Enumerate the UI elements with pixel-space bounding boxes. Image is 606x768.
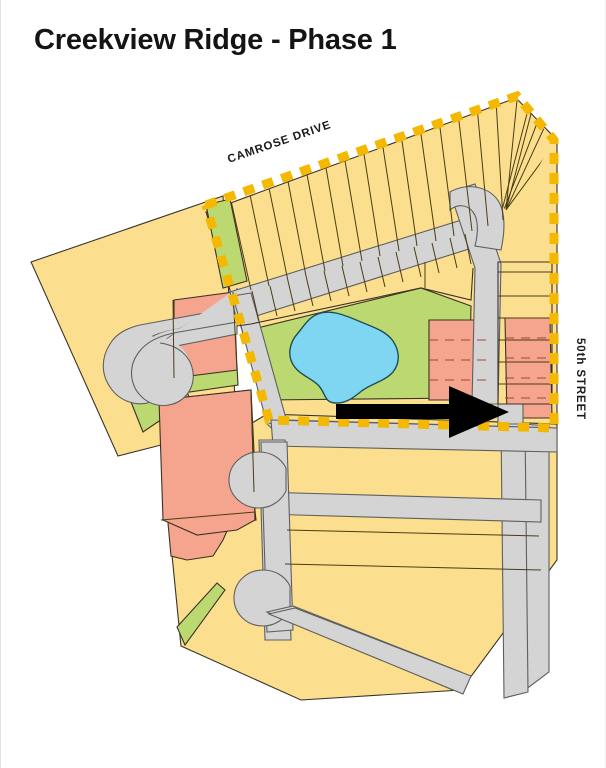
east-column-parcel-outline xyxy=(497,261,553,405)
open-space-strip-south xyxy=(176,582,226,647)
page-title: Creekview Ridge - Phase 1 xyxy=(34,24,397,56)
second-row-parcel-edge xyxy=(236,262,474,327)
lot-lines-south-blocks xyxy=(160,391,542,571)
stormwater-pond xyxy=(289,311,399,404)
access-direction-arrow xyxy=(336,386,509,438)
lot-lines-northeast-fan xyxy=(500,99,553,215)
open-space-strip-west xyxy=(205,198,248,289)
lot-lines-camrose-frontage xyxy=(229,99,504,291)
lot-lines-multifamily-east-outer xyxy=(505,337,549,399)
lot-lines-east-column xyxy=(498,271,552,385)
street-label-50th-street: 50th STREET xyxy=(574,338,586,420)
lot-lines-multifamily-east-inner xyxy=(429,339,493,381)
lot-lines-second-row xyxy=(233,233,472,326)
street-label-camrose-drive: CAMROSE DRIVE xyxy=(226,119,333,166)
parcel-multifamily-east-outer xyxy=(504,317,553,419)
